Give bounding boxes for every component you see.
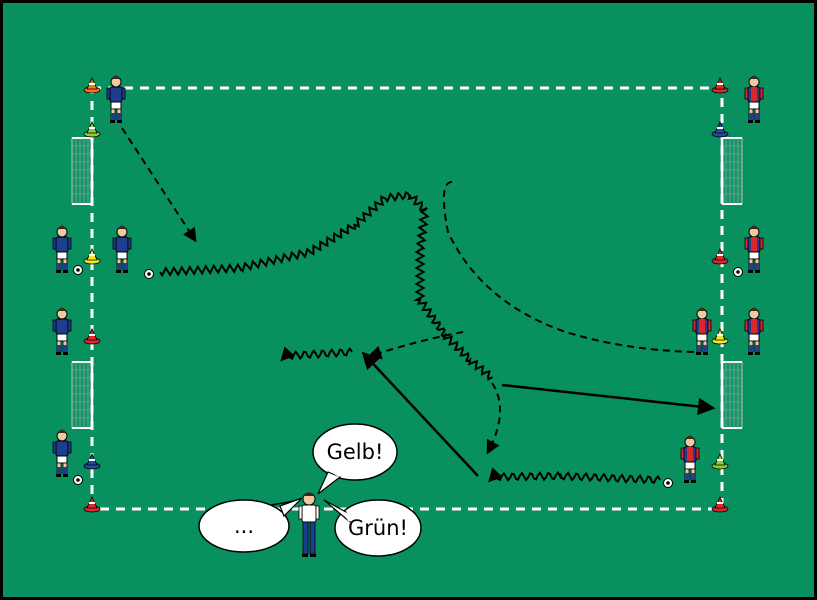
ball-icon <box>663 478 673 488</box>
pass-lines <box>361 351 716 477</box>
cones <box>83 77 729 513</box>
speech-bubble-icon: ... <box>198 497 303 553</box>
ball-icon <box>73 475 83 485</box>
speech-dots: ... <box>234 514 254 538</box>
cone-icon <box>711 453 729 470</box>
cone-icon <box>711 496 729 513</box>
field-background <box>3 3 814 597</box>
dribble-paths <box>159 191 661 485</box>
cone-icon <box>83 328 101 345</box>
cone-icon <box>83 121 101 138</box>
pass-line <box>361 351 479 477</box>
cone-icon <box>711 121 729 138</box>
run-path <box>486 382 502 455</box>
shot-line <box>501 383 716 416</box>
dribble-path <box>280 346 353 362</box>
cone-icon <box>83 248 101 265</box>
ball-icon <box>73 265 83 275</box>
run-path <box>442 181 696 353</box>
goal-icon <box>720 361 743 429</box>
coach-icon <box>298 492 320 557</box>
goal-icon <box>71 361 94 429</box>
cone-icon <box>711 248 729 265</box>
cone-icon <box>83 77 101 94</box>
dribble-path <box>159 191 494 381</box>
speech-gelb: Gelb! <box>327 440 384 464</box>
speech-bubble-icon: Gelb! <box>312 423 398 495</box>
goal-icon <box>71 137 94 205</box>
dribble-path <box>488 467 661 485</box>
cone-icon <box>83 453 101 470</box>
speech-bubble-icon: Grün! <box>323 499 422 557</box>
ball-icon <box>144 269 154 279</box>
run-path <box>121 127 197 243</box>
speech-gruen: Grün! <box>348 516 408 540</box>
cone-icon <box>711 77 729 94</box>
cone-icon <box>711 328 729 345</box>
cone-icon <box>83 496 101 513</box>
goal-icon <box>720 137 743 205</box>
ball-icon <box>733 267 743 277</box>
